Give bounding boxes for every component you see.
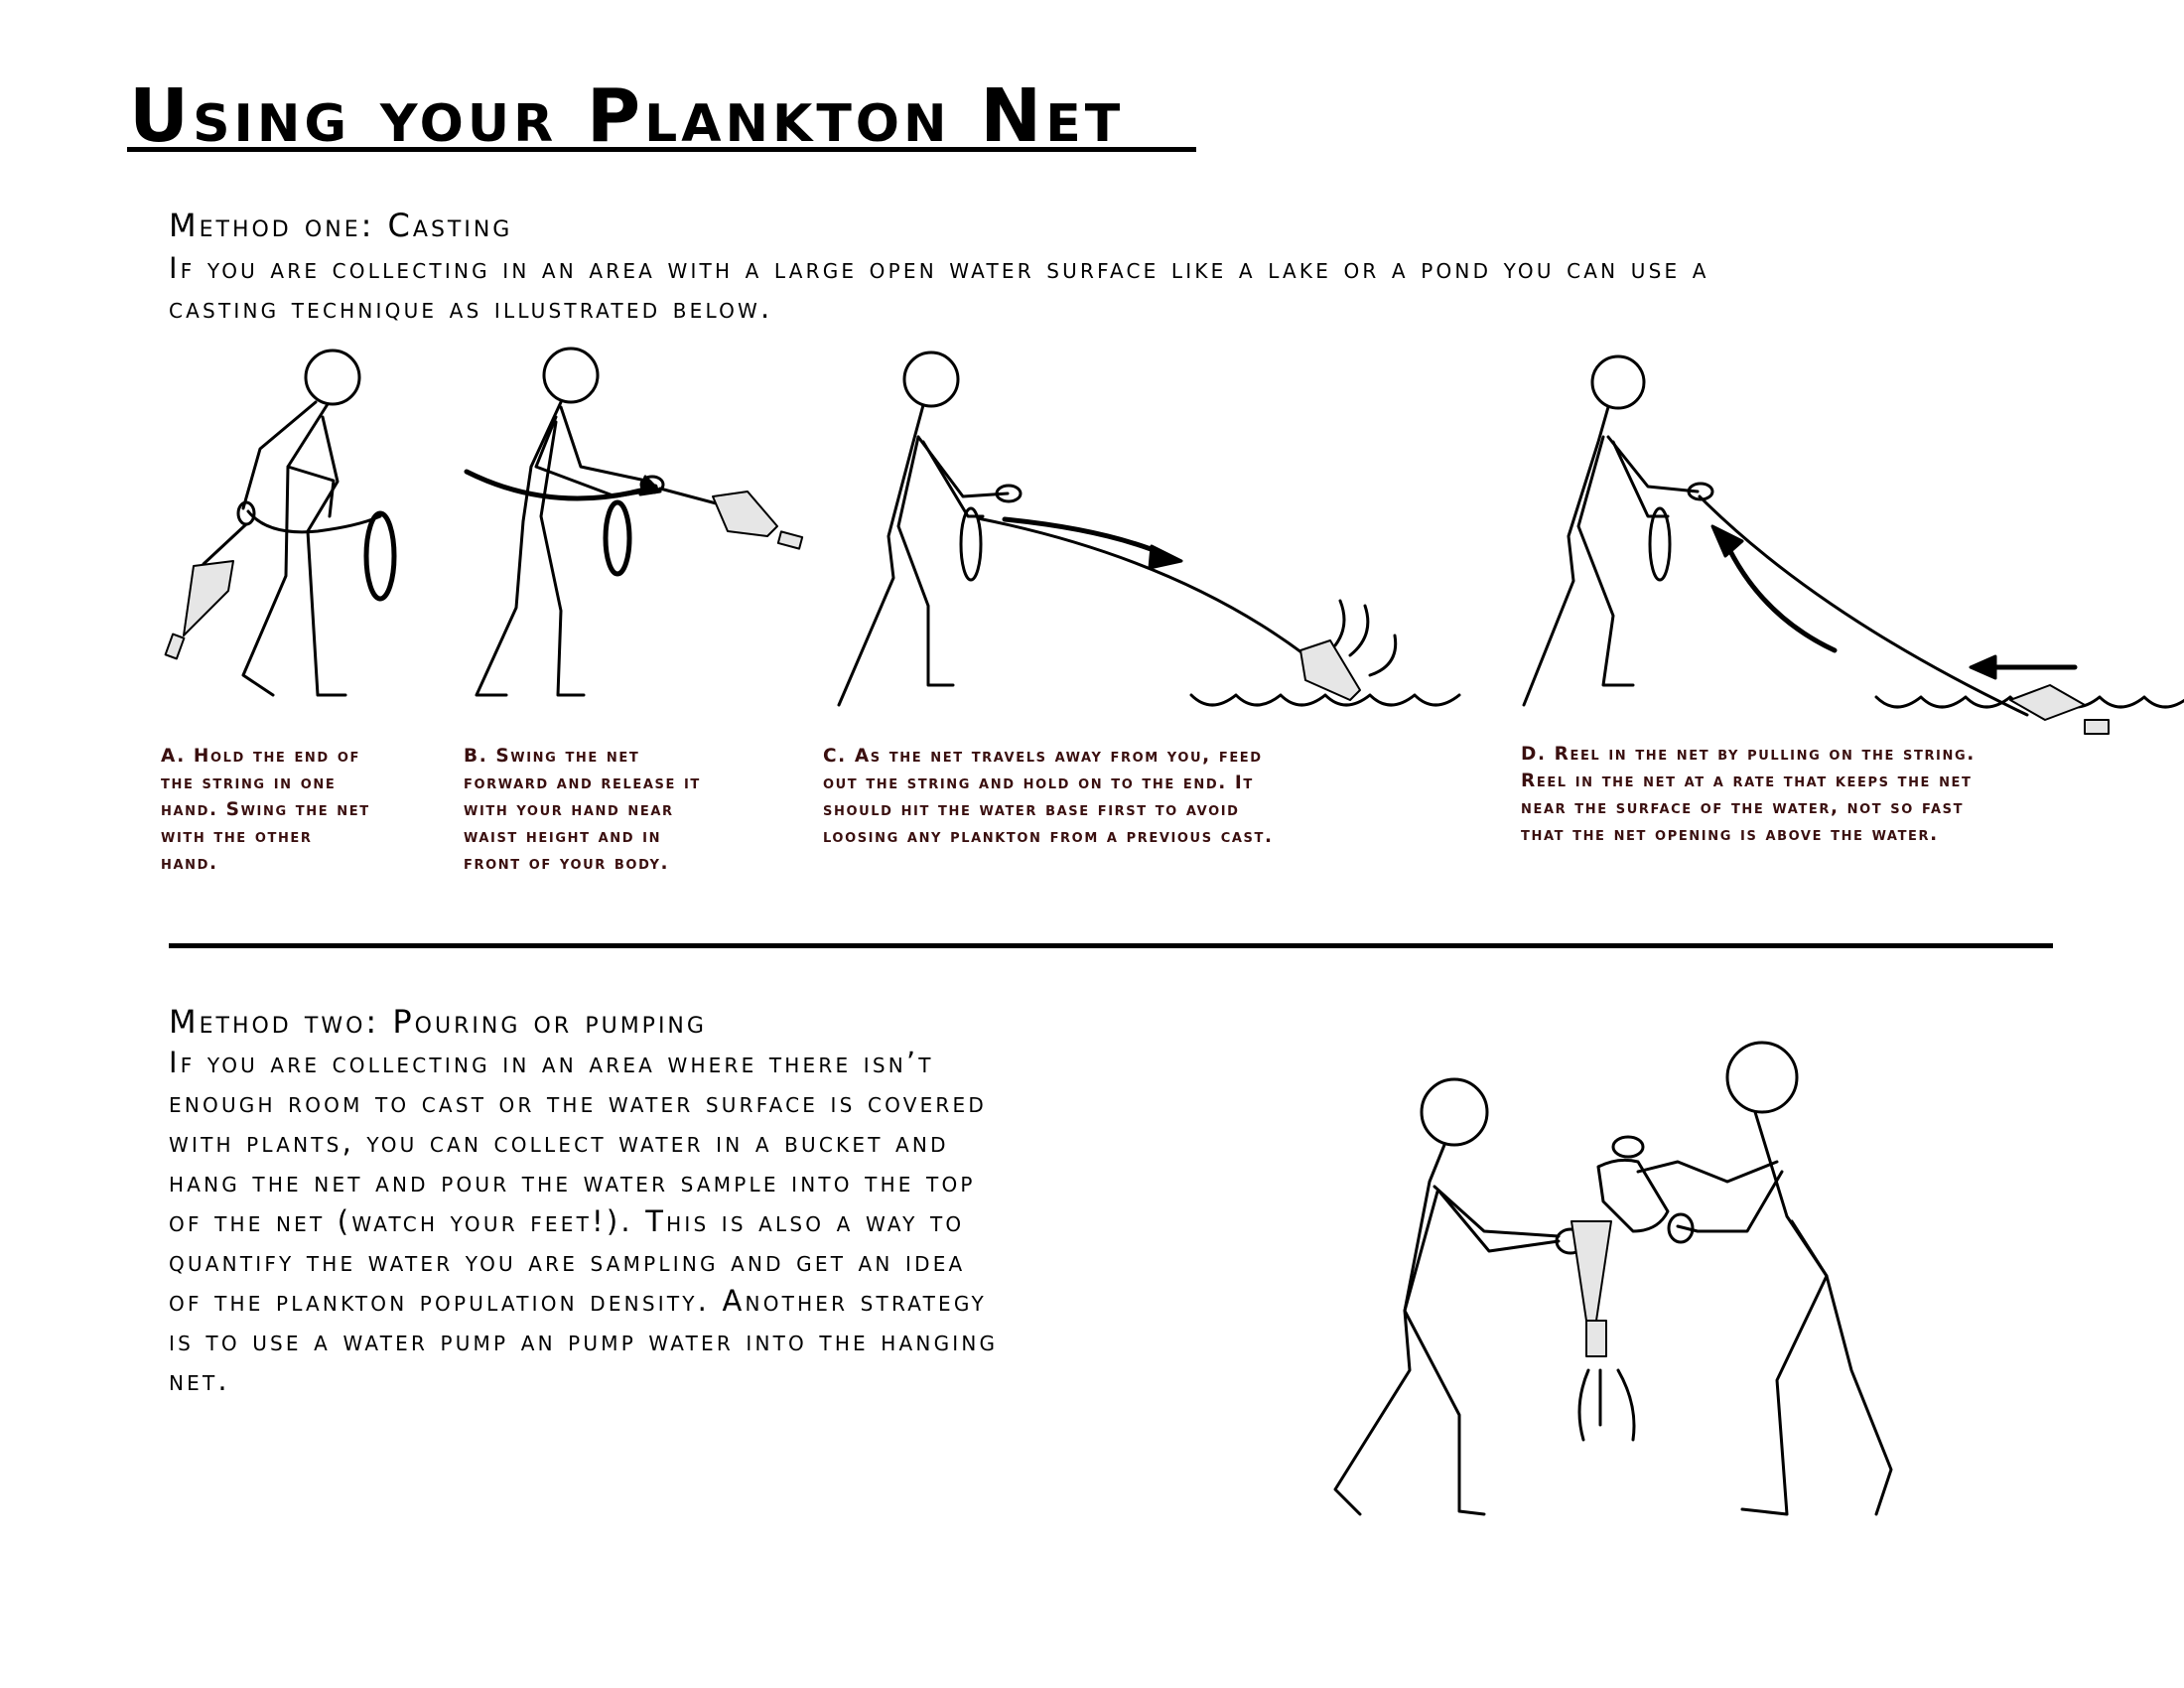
method-two-heading: Method two: Pouring or pumping (169, 1003, 707, 1041)
caption-line: Reel in the net at a rate that keeps the… (1521, 768, 2077, 794)
caption-line: forward and release it (464, 770, 761, 796)
caption-line: should hit the water base first to avoid (823, 796, 1339, 823)
body-line: of the plankton population density. Anot… (169, 1281, 1142, 1321)
step-c-caption: C. As the net travels away from you, fee… (823, 743, 1339, 850)
caption-line: hand. (161, 850, 429, 877)
body-line: enough room to cast or the water surface… (169, 1082, 1142, 1122)
caption-line: waist height and in (464, 823, 761, 850)
caption-line: the string in one (161, 770, 429, 796)
caption-line: front of your body. (464, 850, 761, 877)
caption-line: that the net opening is above the water. (1521, 821, 2077, 848)
body-line: quantify the water you are sampling and … (169, 1241, 1142, 1281)
step-d-caption: D. Reel in the net by pulling on the str… (1521, 741, 2077, 848)
caption-line: A. Hold the end of (161, 743, 429, 770)
caption-line: with the other (161, 823, 429, 850)
body-line: of the net (watch your feet!). This is a… (169, 1201, 1142, 1241)
figure-b-stick-person (467, 349, 802, 695)
body-line: hang the net and pour the water sample i… (169, 1162, 1142, 1201)
caption-line: D. Reel in the net by pulling on the str… (1521, 741, 2077, 768)
caption-line: C. As the net travels away from you, fee… (823, 743, 1339, 770)
caption-line: near the surface of the water, not so fa… (1521, 794, 2077, 821)
caption-line: with your hand near (464, 796, 761, 823)
method-two-body: If you are collecting in an area where t… (169, 1043, 1142, 1400)
figure-a-stick-person (166, 351, 394, 695)
body-line: net. (169, 1360, 1142, 1400)
figure-c-stick-person (839, 352, 1459, 705)
caption-line: out the string and hold on to the end. I… (823, 770, 1339, 796)
caption-line: B. Swing the net (464, 743, 761, 770)
step-a-caption: A. Hold the end of the string in one han… (161, 743, 429, 877)
section-divider (169, 943, 2053, 948)
figure-d-stick-person (1524, 356, 2184, 734)
step-b-caption: B. Swing the net forward and release it … (464, 743, 761, 877)
body-line: If you are collecting in an area where t… (169, 1043, 1142, 1082)
caption-line: hand. Swing the net (161, 796, 429, 823)
caption-line: loosing any plankton from a previous cas… (823, 823, 1339, 850)
body-line: is to use a water pump an pump water int… (169, 1321, 1142, 1360)
body-line: with plants, you can collect water in a … (169, 1122, 1142, 1162)
pouring-stick-people (1335, 1043, 1891, 1514)
